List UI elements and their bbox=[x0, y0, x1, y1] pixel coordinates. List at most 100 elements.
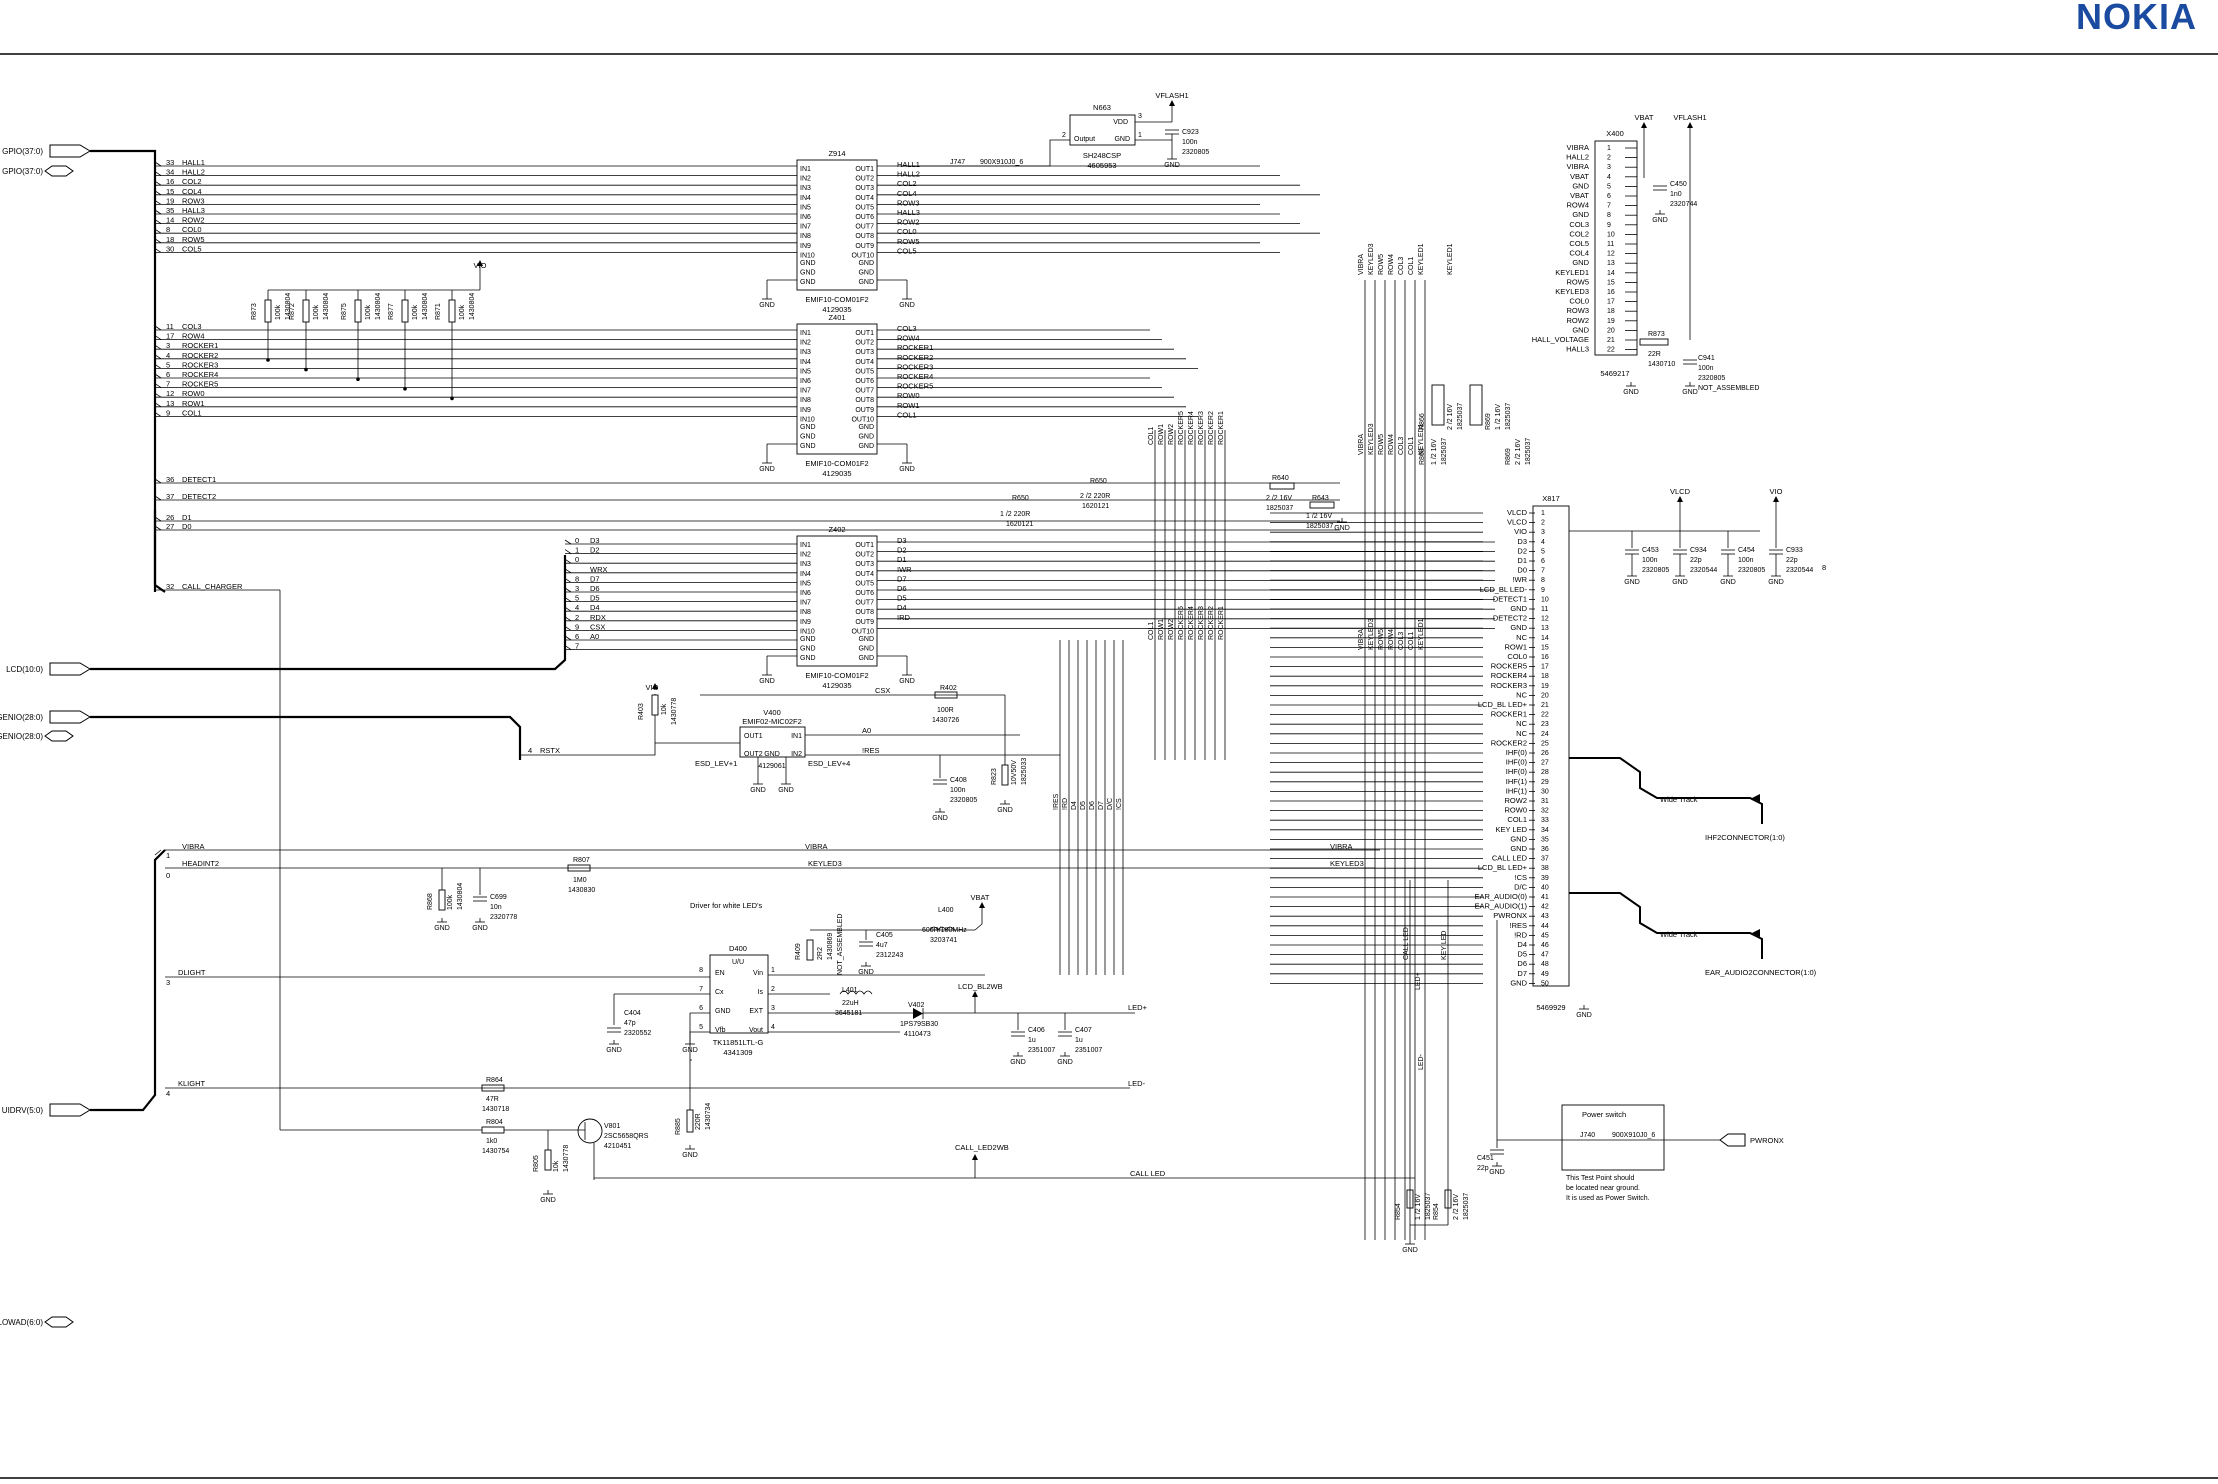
rail-arrow bbox=[972, 991, 978, 997]
bus-entry bbox=[154, 161, 162, 167]
x817-code: 5469929 bbox=[1536, 1003, 1565, 1012]
pin-number: 4 bbox=[166, 351, 170, 360]
vertical-net-label: KEYLED3 bbox=[1368, 243, 1375, 275]
ground-label: GND bbox=[899, 302, 915, 309]
x817-pin-number: 11 bbox=[1541, 606, 1548, 613]
x400-ref: X400 bbox=[1606, 129, 1624, 138]
filter-pin-out: OUT7 bbox=[855, 224, 874, 231]
cap-code: 2320805 bbox=[1642, 567, 1669, 574]
bus-entry bbox=[154, 478, 162, 484]
vflash1-rail-label: VFLASH1 bbox=[1673, 113, 1706, 122]
r873-val: 22R bbox=[1648, 351, 1661, 358]
x817-pin-number: 24 bbox=[1541, 731, 1549, 738]
keyled3-label: KEYLED3 bbox=[808, 859, 842, 868]
gpio-net-label: ROW0 bbox=[182, 389, 205, 398]
ground-label: GND bbox=[858, 969, 874, 976]
n663-pin: GND bbox=[1114, 136, 1130, 143]
vertical-net-label: KEYLED3 bbox=[1368, 618, 1375, 650]
vio-rail-label: VIO bbox=[646, 683, 659, 692]
x400-pin-label: HALL_VOLTAGE bbox=[1532, 335, 1589, 344]
vertical-net-label: ROW5 bbox=[1378, 629, 1385, 650]
c923-code: 2320805 bbox=[1182, 149, 1209, 156]
gpio-net-label: ROCKER4 bbox=[182, 370, 218, 379]
x400-pin-label: GND bbox=[1572, 258, 1589, 267]
bus-entry bbox=[154, 412, 162, 417]
r640-code: 1825037 bbox=[1266, 505, 1293, 512]
x817-pin-number: 45 bbox=[1541, 932, 1549, 939]
cap-val: 22p bbox=[1786, 557, 1798, 564]
pin-number: 37 bbox=[166, 492, 174, 501]
vertical-net-label: ROCKER5 bbox=[1178, 606, 1185, 640]
vertical-net-label: COL3 bbox=[1398, 257, 1405, 275]
bus-entry bbox=[564, 635, 572, 641]
pin-number: 3 bbox=[166, 341, 170, 350]
x400-pin-number: 7 bbox=[1607, 203, 1611, 210]
r643-resistor bbox=[1309, 501, 1335, 509]
x817-pin-label: IHF(1) bbox=[1506, 777, 1528, 786]
port-genio: GENIO(28:0) bbox=[0, 713, 43, 722]
filter-pin-out: OUT5 bbox=[855, 368, 874, 375]
ground-label: GND bbox=[759, 466, 775, 473]
vio-label: VIO bbox=[1770, 487, 1783, 496]
c450-code: 2320744 bbox=[1670, 201, 1697, 208]
filter-out-net: !WR bbox=[897, 565, 912, 574]
pin-number: 35 bbox=[166, 206, 174, 215]
n663-code: 4605953 bbox=[1087, 161, 1116, 170]
gpio-net-label: ROW3 bbox=[182, 196, 205, 205]
filter-pin-out: OUT10 bbox=[851, 252, 874, 259]
c406-val: 1u bbox=[1028, 1037, 1036, 1044]
pin-number: 5 bbox=[166, 360, 170, 369]
led-vertical-label: LED- bbox=[1418, 1053, 1425, 1070]
cap-code: 2320805 bbox=[1738, 567, 1765, 574]
r402-code: 1430726 bbox=[932, 717, 959, 724]
gpio-net-label: ROW4 bbox=[182, 332, 205, 341]
x400-pin-label: ROW3 bbox=[1567, 306, 1590, 315]
filter-pin-in: IN8 bbox=[800, 397, 811, 404]
x400-pin-number: 1 bbox=[1607, 145, 1611, 152]
filter-part: EMIF10-COM01F2 bbox=[805, 295, 868, 304]
r854-val: 1 /2 16V bbox=[1415, 1194, 1422, 1220]
x817-pin-label: NC bbox=[1516, 633, 1527, 642]
gpio-net-label: ROCKER1 bbox=[182, 341, 218, 350]
filter-pin-in: IN5 bbox=[800, 204, 811, 211]
filter-out-net: HALL1 bbox=[897, 160, 920, 169]
filter-pin-out: OUT4 bbox=[855, 195, 874, 202]
x400-pin-number: 20 bbox=[1607, 327, 1615, 334]
x817-pin-label: KEY LED bbox=[1495, 825, 1527, 834]
vbat-wire bbox=[974, 908, 983, 931]
bus-entry bbox=[154, 228, 162, 234]
c405-ref: C405 bbox=[876, 932, 893, 939]
bus-entry bbox=[154, 495, 162, 501]
x400-code: 5469217 bbox=[1600, 369, 1629, 378]
port-gpio2-symbol bbox=[44, 165, 74, 177]
vertical-net-label: ROCKER2 bbox=[1208, 411, 1215, 445]
filter-code: 4129035 bbox=[822, 469, 851, 478]
r854-resistor bbox=[1406, 1189, 1414, 1209]
x817-pin-number: 14 bbox=[1541, 635, 1549, 642]
x817-pin-label: LCD_BL LED+ bbox=[1478, 863, 1528, 872]
v400-code: 4129061 bbox=[758, 763, 785, 770]
x817-pin-label: COL0 bbox=[1507, 652, 1527, 661]
vertical-net-label: KEYLED1 bbox=[1418, 243, 1425, 275]
gpio-net-label: COL2 bbox=[182, 177, 202, 186]
call-charger-label: CALL_CHARGER bbox=[182, 582, 243, 591]
pin-number: 6 bbox=[575, 632, 579, 641]
vertical-net-label: ROW2 bbox=[1168, 619, 1175, 640]
l400-inductor bbox=[929, 926, 955, 931]
r873-ref: R873 bbox=[1648, 331, 1665, 338]
port-genio2-symbol bbox=[44, 730, 74, 742]
r868-code: 1430804 bbox=[457, 883, 464, 910]
resistor-val: 100k bbox=[365, 304, 372, 320]
filter-pin-out: OUT5 bbox=[855, 204, 874, 211]
x817-pin-label: ROW2 bbox=[1505, 796, 1528, 805]
headint-label: HEADINT2 bbox=[182, 859, 219, 868]
call-led-label: CALL LED bbox=[1130, 1169, 1166, 1178]
filter-pin-in: IN9 bbox=[800, 243, 811, 250]
filter-pin-in: IN5 bbox=[800, 580, 811, 587]
vertical-net-label: VIBRA bbox=[1358, 434, 1365, 455]
bus-entry bbox=[154, 190, 162, 196]
filter-pin-in: IN8 bbox=[800, 233, 811, 240]
l400-code: 3203741 bbox=[930, 937, 957, 944]
vertical-net-label: ROW4 bbox=[1388, 254, 1395, 275]
filter-pin-in: IN6 bbox=[800, 378, 811, 385]
